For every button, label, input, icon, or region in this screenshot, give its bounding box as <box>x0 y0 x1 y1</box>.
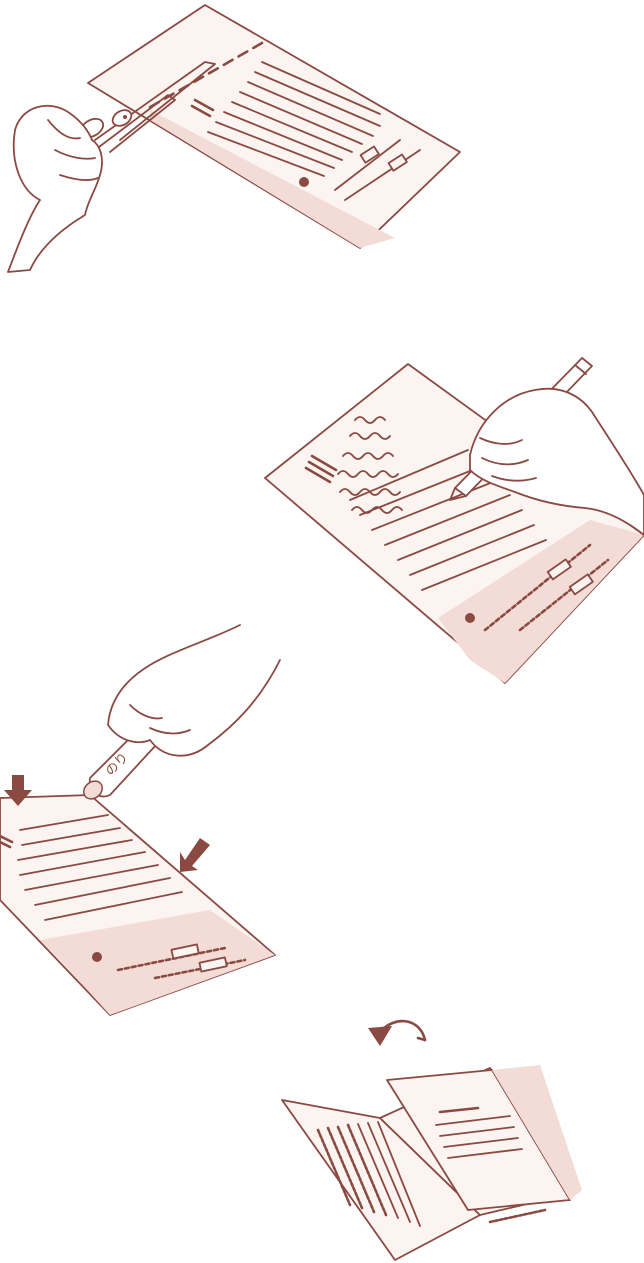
hand-holding-glue-stick <box>108 625 280 756</box>
stamp-circle <box>299 177 309 187</box>
step-glue-edges: のり <box>0 625 280 1015</box>
form-sheet-3 <box>0 795 275 1015</box>
form-sheet-1 <box>88 5 460 248</box>
folded-form-sheet <box>282 1065 582 1260</box>
arrow-diagonal-icon <box>180 838 210 872</box>
curved-arrow-icon <box>368 1021 425 1046</box>
stamp-circle <box>92 952 102 962</box>
stamp-circle <box>465 613 475 623</box>
step-cut-form <box>8 5 460 272</box>
step-fold-form <box>282 1021 582 1260</box>
step-fill-in-form <box>265 358 644 683</box>
hand-holding-scissors <box>8 106 102 272</box>
